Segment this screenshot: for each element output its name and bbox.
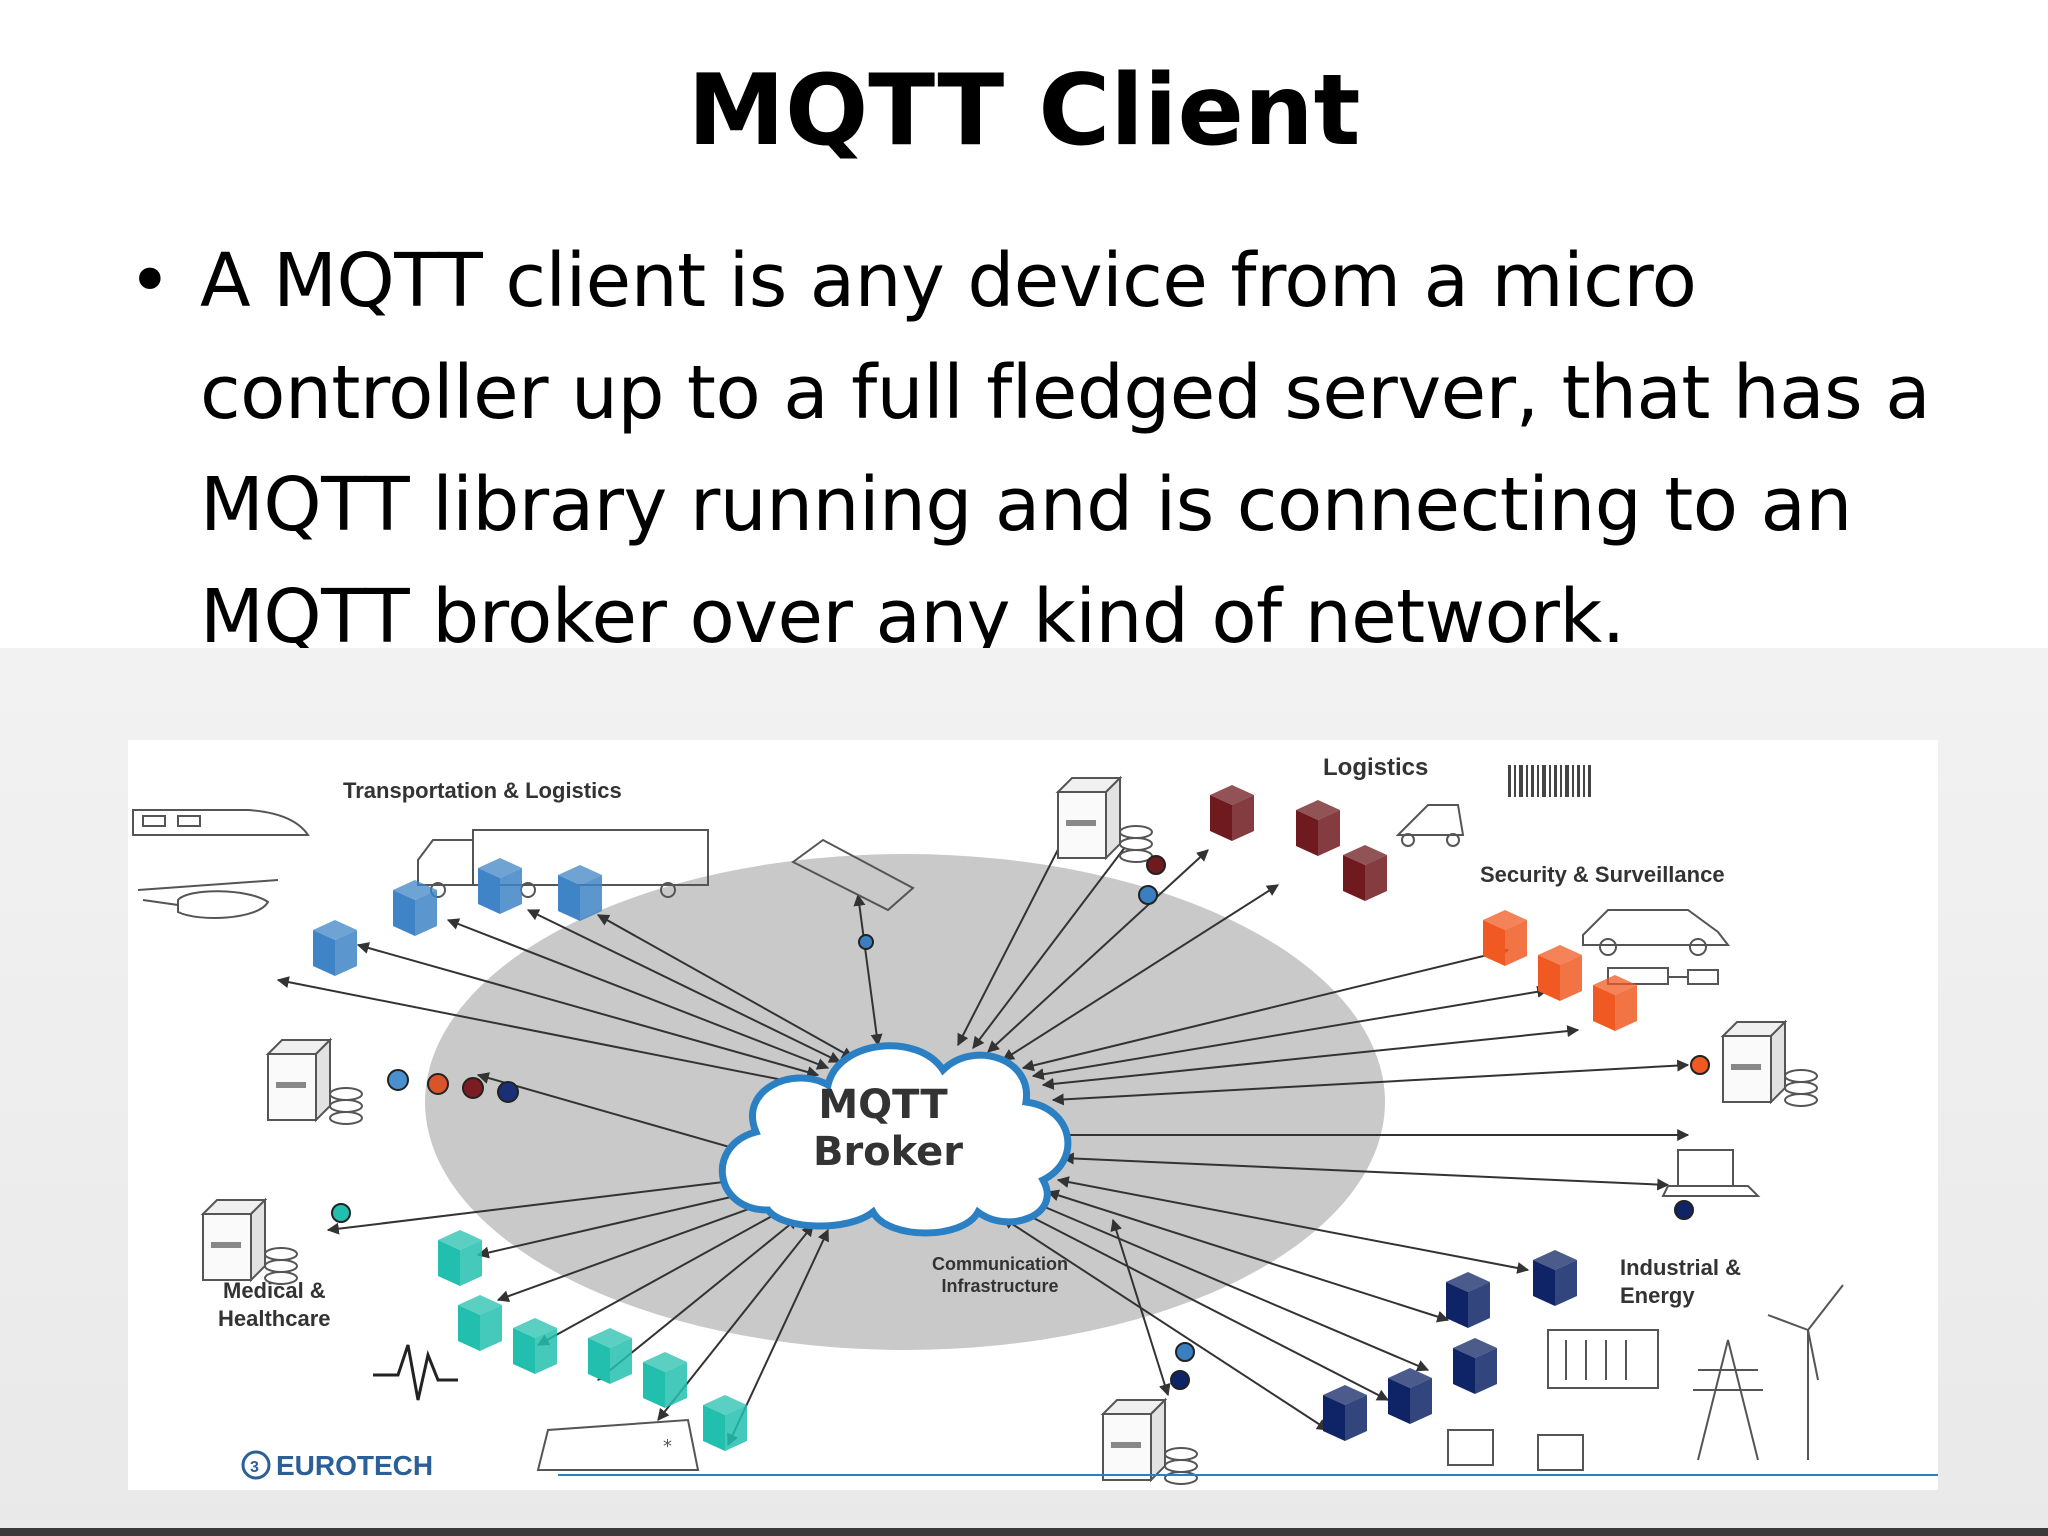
- sector-label-security: Security & Surveillance: [1480, 862, 1725, 887]
- bullet-item: • A MQTT client is any device from a mic…: [120, 225, 1940, 673]
- svg-text:*: *: [663, 1436, 672, 1457]
- device-dot: [858, 934, 874, 950]
- server-icon: [202, 1199, 298, 1285]
- sector-label-logistics: Logistics: [1323, 754, 1428, 781]
- laptop-icon: [1661, 1149, 1761, 1197]
- control-unit-icon: [1547, 1329, 1659, 1389]
- bullet-text: A MQTT client is any device from a micro…: [200, 238, 1931, 660]
- svg-text:3: 3: [250, 1459, 259, 1476]
- slide-title: MQTT Client: [687, 54, 1361, 168]
- sector-label-transportation: Transportation & Logistics: [343, 778, 622, 803]
- client-dots: [387, 1069, 519, 1103]
- heartbeat-icon: [373, 1344, 458, 1401]
- bullet-dot-icon: •: [128, 238, 172, 324]
- eurotech-logo: 3 EUROTECH: [241, 1450, 433, 1481]
- sector-label-industrial-line2: Energy: [1620, 1283, 1695, 1308]
- sector-label-industrial-line1: Industrial &: [1620, 1255, 1741, 1280]
- device-dot: [1138, 885, 1158, 905]
- power-tower-icon: [1693, 1339, 1763, 1461]
- barcode-icon: [1508, 765, 1591, 797]
- mqtt-broker-diagram: MQTT Broker Communication Infrastructure…: [132, 754, 1938, 1485]
- device-dot: [1146, 855, 1166, 875]
- device-dot: [1175, 1342, 1195, 1362]
- broker-label-line1: MQTT: [818, 1082, 948, 1128]
- ambulance-icon: *: [536, 1418, 700, 1471]
- mqtt-broker-cloud: MQTT Broker: [718, 1042, 1072, 1237]
- device-dot: [1690, 1055, 1710, 1075]
- device-dot: [1170, 1370, 1190, 1390]
- meter-icons: [1447, 1429, 1584, 1471]
- handheld-device-icon: [791, 838, 915, 912]
- wind-turbine-icon: [1767, 1284, 1844, 1460]
- infrastructure-label-line1: Communication: [932, 1254, 1068, 1274]
- server-icon: [1722, 1021, 1818, 1107]
- car-icon: [1582, 909, 1731, 956]
- broker-label-line2: Broker: [813, 1129, 963, 1175]
- camera-icon: [1607, 967, 1719, 985]
- train-icon: [132, 809, 310, 836]
- device-dot: [1674, 1200, 1694, 1220]
- eurotech-logo-text: EUROTECH: [276, 1450, 433, 1481]
- sector-label-medical-line2: Healthcare: [218, 1306, 331, 1331]
- server-icon: [1102, 1399, 1198, 1485]
- server-icon: [1057, 777, 1153, 863]
- forklift-icon: [1395, 804, 1465, 847]
- logistics-cubes: [1210, 785, 1387, 901]
- server-icon: [267, 1039, 363, 1125]
- helicopter-icon: [137, 879, 279, 919]
- device-dot: [331, 1203, 351, 1223]
- bullet-list: • A MQTT client is any device from a mic…: [120, 225, 1940, 673]
- industrial-cubes: [1323, 1250, 1577, 1441]
- slide-bottom-border: [0, 1528, 2048, 1536]
- connection-arrows: [276, 828, 1690, 1447]
- security-cubes: [1483, 910, 1637, 1031]
- infrastructure-label-line2: Infrastructure: [941, 1276, 1058, 1296]
